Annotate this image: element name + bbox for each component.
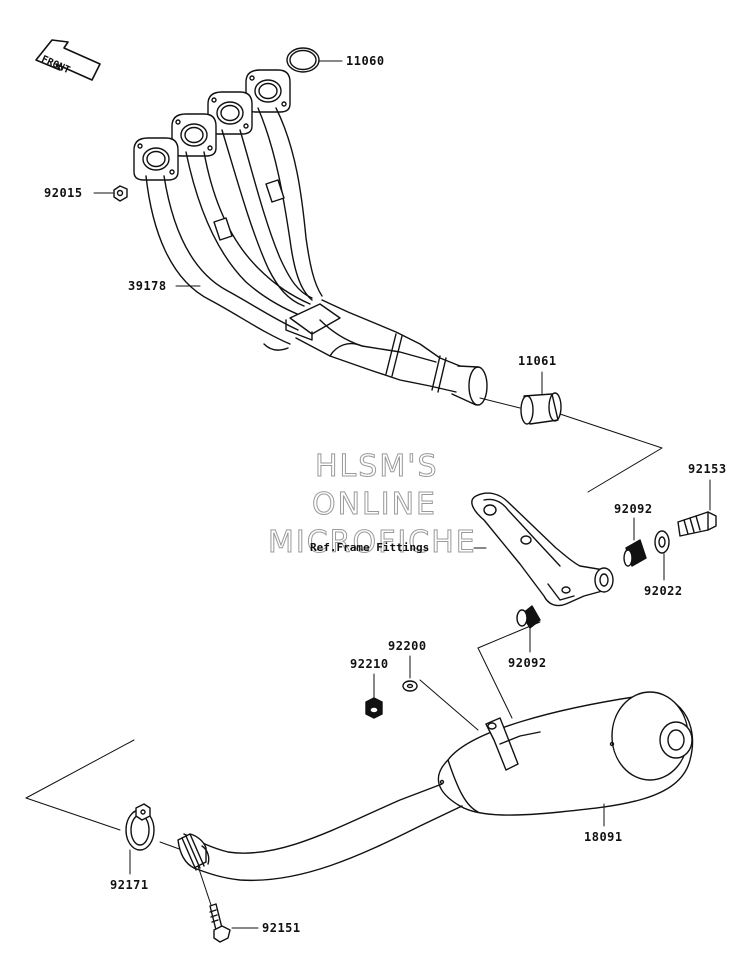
washer-92200 (402, 680, 418, 692)
part-number-92092-upper: 92092 (614, 502, 653, 516)
part-number-92200: 92200 (388, 639, 427, 653)
watermark-line-3: MICROFICHE (268, 525, 477, 560)
bolt-92153 (677, 511, 717, 537)
part-number-11061: 11061 (518, 354, 557, 368)
watermark-line-2: ONLINE (311, 487, 438, 522)
damper-92092-upper (623, 539, 647, 567)
reference-note: Ref.Frame Fittings (310, 541, 430, 554)
connecting-pipe (177, 783, 463, 882)
exhaust-header-39178 (133, 69, 488, 406)
muffler-18091 (437, 691, 694, 816)
part-number-11060: 11060 (346, 54, 385, 68)
muffler-bracket (471, 492, 614, 607)
damper-92092-lower (516, 605, 541, 629)
part-number-39178: 39178 (128, 279, 167, 293)
part-number-92210: 92210 (350, 657, 389, 671)
watermark-line-1: HLSM'S (315, 449, 439, 484)
nut-92015 (113, 185, 128, 202)
clamp-92171 (125, 803, 155, 851)
part-number-92153: 92153 (688, 462, 727, 476)
part-number-92092-lower: 92092 (508, 656, 547, 670)
part-number-92015: 92015 (44, 186, 83, 200)
part-number-18091: 18091 (584, 830, 623, 844)
part-number-92151: 92151 (262, 921, 301, 935)
part-number-92022: 92022 (644, 584, 683, 598)
part-number-92171: 92171 (110, 878, 149, 892)
washer-92022 (654, 530, 670, 554)
bolt-92151 (209, 903, 231, 943)
gasket-11061 (520, 392, 562, 425)
nut-92210 (365, 697, 383, 719)
front-arrow-icon (35, 39, 101, 81)
gasket-11060 (286, 47, 320, 73)
